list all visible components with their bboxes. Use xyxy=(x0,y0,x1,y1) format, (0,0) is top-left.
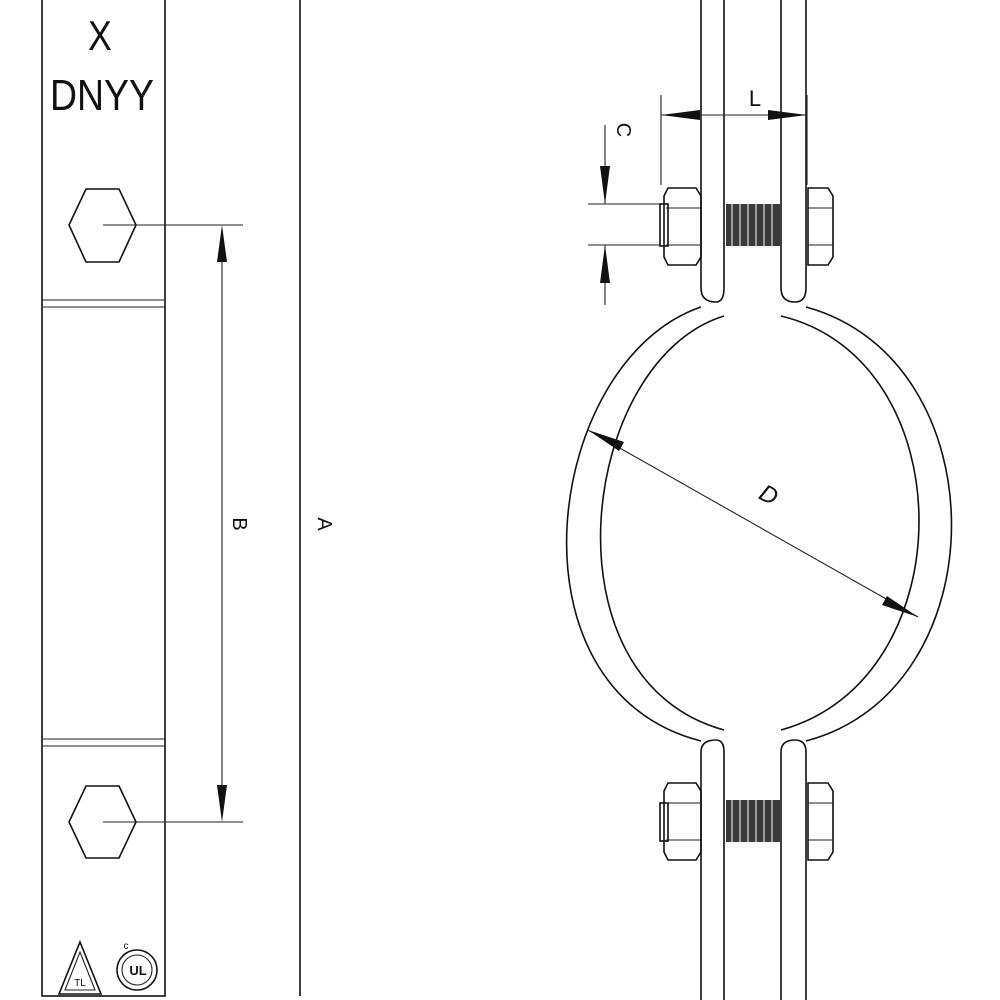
arrow-right-icon xyxy=(768,110,807,120)
dim-l-label: L xyxy=(749,86,761,111)
hex-nut-icon xyxy=(807,782,834,861)
arrow-left-icon xyxy=(661,110,700,120)
arrow-down-icon xyxy=(600,166,610,204)
x-mark-label: X xyxy=(88,13,112,59)
hex-nut-icon xyxy=(663,187,702,266)
dim-a-label: A xyxy=(313,517,335,531)
threaded-rod xyxy=(726,800,780,842)
ul-listed-icon: UL c xyxy=(116,941,158,991)
top-tab-left xyxy=(700,0,725,303)
arrow-down-icon xyxy=(217,785,227,822)
front-view: L C D xyxy=(565,0,953,1000)
marking-label: DNYY xyxy=(50,70,154,120)
arrow-icon xyxy=(882,596,918,617)
bottom-bolt-assembly xyxy=(659,782,834,861)
dim-d-label: D xyxy=(755,479,783,511)
svg-text:TL: TL xyxy=(74,978,86,989)
certification-triangle-icon: TL xyxy=(57,939,103,995)
hex-nut-icon xyxy=(807,187,834,266)
bottom-tab-right xyxy=(780,739,807,1000)
top-tab-right xyxy=(780,0,807,303)
top-bolt-assembly xyxy=(659,187,834,266)
strap-side-body xyxy=(41,0,166,997)
dim-c-label: C xyxy=(612,123,634,137)
arrow-icon xyxy=(588,430,624,451)
side-view: X DNYY B A TL UL c xyxy=(41,0,335,997)
clamp-ring-inner-right xyxy=(780,315,920,731)
bottom-tab-left xyxy=(700,739,725,1000)
clamp-ring-outer-right xyxy=(805,306,953,742)
dimension-d-line xyxy=(587,429,919,618)
dim-b-label: B xyxy=(228,517,250,530)
clamp-ring-outer-left xyxy=(565,306,702,742)
svg-text:UL: UL xyxy=(129,963,146,978)
hex-bolt-icon xyxy=(68,188,137,263)
svg-text:c: c xyxy=(124,941,129,952)
threaded-rod xyxy=(726,204,780,246)
arrow-up-icon xyxy=(600,245,610,283)
hex-bolt-icon xyxy=(68,785,137,859)
hex-nut-icon xyxy=(663,782,702,861)
clamp-ring-inner-left xyxy=(599,315,725,731)
arrow-up-icon xyxy=(217,225,227,262)
